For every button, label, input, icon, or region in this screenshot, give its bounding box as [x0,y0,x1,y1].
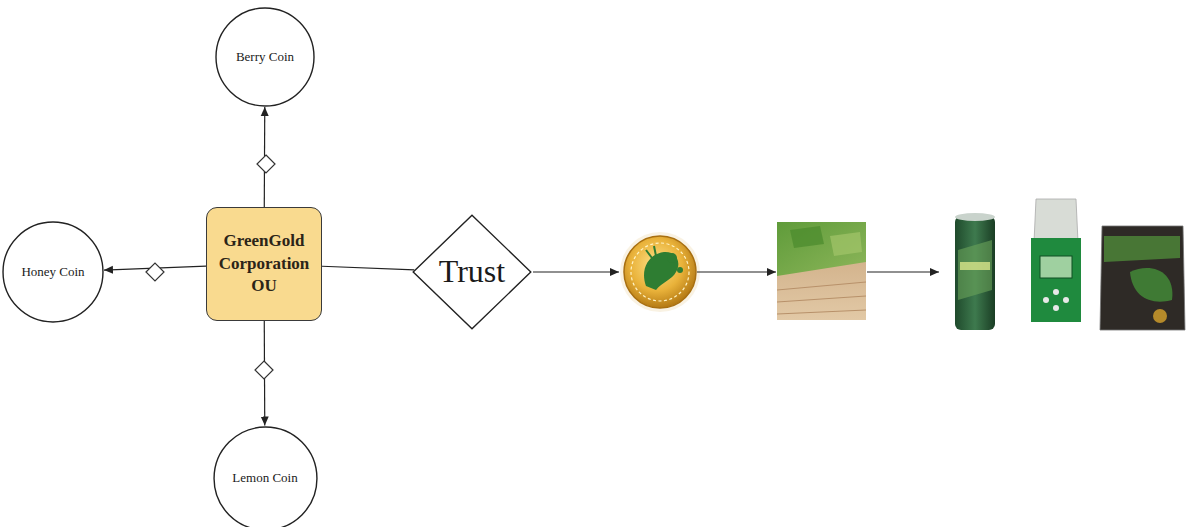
coin-circle: Berry Coin [215,7,315,107]
flow-arrow [533,271,619,272]
node-label: Berry Coin [236,49,294,65]
node-label: Trust [439,254,505,289]
flow-arrow [867,271,939,272]
product-pouch [1100,226,1185,330]
product-can [955,213,995,330]
coin-icon [620,232,700,312]
node-label: Honey Coin [21,264,84,280]
decision-diamond: Trust [412,214,532,330]
farm-field-photo [777,222,866,320]
coin-circle: Honey Coin [2,221,104,323]
company-box: GreenGold Corporation OU [206,207,322,321]
node-label: Lemon Coin [232,470,297,486]
device-product [1031,199,1081,322]
node-label: GreenGold Corporation OU [214,230,314,299]
flow-arrow [697,271,776,272]
connector [322,266,414,270]
coin-circle: Lemon Coin [213,426,318,527]
